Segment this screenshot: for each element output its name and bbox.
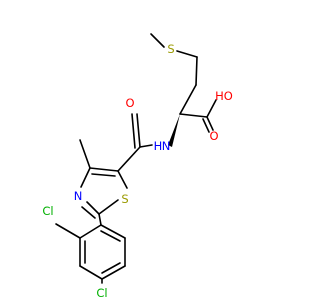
bond-cl-ortho [55,223,81,239]
bond-phenyl-4 [101,265,126,280]
bond-phenyl-6 [100,224,126,239]
atom-n-thiazole: N [74,189,83,203]
bond-c2-phenyl [98,213,102,226]
bond-phenyl-6-inner [100,230,121,242]
atom-o-hydroxyl: HO [215,89,233,103]
bond-ch2-ch2 [195,56,198,86]
bond-c4-n3 [80,167,91,188]
bond-c5-c4-2 [91,173,116,177]
bond-stereo-wedge [168,114,180,147]
atom-cl-ortho: Cl [42,204,53,218]
atom-s-thiazole: S [121,192,128,206]
bond-ch2-alpha [179,84,197,115]
atom-n-amide: N [162,139,171,153]
bond-c5-c4-1 [89,167,119,172]
molecule-diagram: S HO O N H O N S Cl Cl [42,33,233,300]
bond-s-ch2 [176,50,198,58]
bond-amide-carbon-c5 [117,146,141,172]
bond-s1-c5 [117,170,128,189]
atom-h-amide: H [154,139,163,153]
bond-c4-methyl [79,139,91,169]
bond-carboxyl-oh [206,99,217,118]
bond-amide-carbon-o-1 [136,113,141,148]
bond-carboxyl-o-2 [202,118,210,133]
atom-o-amide-carbonyl: O [125,96,134,110]
bond-n3-c2-1 [86,201,100,215]
bond-methyl-s [150,33,165,48]
bond-phenyl-4-inner [101,262,121,274]
atom-cl-para: Cl [96,286,107,300]
structure-drawing: S HO O N H O N S Cl Cl [42,33,233,300]
bond-phenyl-1 [79,224,102,239]
bond-carboxyl-o-1 [206,116,214,131]
bond-amide-carbon-o-2 [131,113,136,149]
bond-n-amide-carbon [139,144,153,148]
bond-n3-c2-2 [81,206,96,219]
bond-alpha-carboxyl [179,113,208,118]
bond-c2-s1 [98,199,119,215]
atom-s-methyl: S [167,42,174,56]
atom-o-acid-carbonyl: O [209,129,218,143]
bond-phenyl-3 [79,265,103,280]
